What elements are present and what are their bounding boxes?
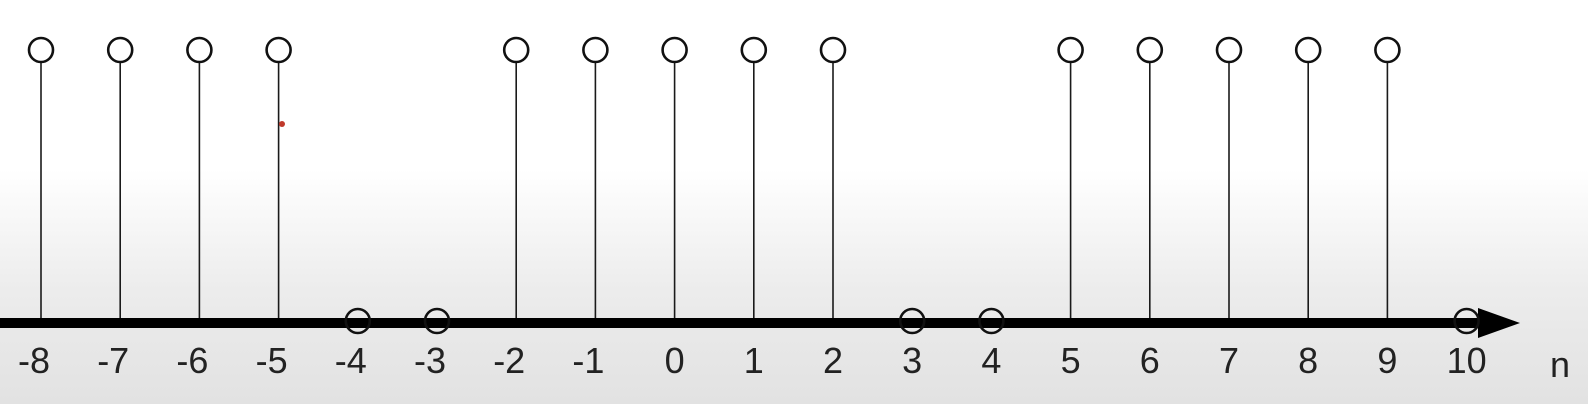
stem-marker [582, 36, 609, 64]
tick-label: 1 [744, 340, 764, 381]
stem-marker [265, 36, 292, 64]
stem-marker [1294, 36, 1322, 64]
tick-label: -5 [256, 340, 288, 381]
tick-label: -2 [493, 340, 525, 381]
tick-labels-group: -8 -7 -6 -5 -4 -3 -2 -1 0 1 2 3 4 5 6 7 8 9 10 [18, 340, 1487, 381]
stem-marker [1057, 36, 1084, 64]
stem-marker [502, 36, 530, 64]
tick-label: 2 [823, 340, 843, 381]
tick-label: 6 [1140, 340, 1160, 381]
stem-marker [978, 307, 1005, 335]
tick-label: 8 [1298, 340, 1318, 381]
stem-marker [1374, 36, 1401, 64]
n-axis-label: n [1550, 344, 1570, 385]
stems-group [40, 62, 1389, 323]
stem-marker [1215, 36, 1243, 64]
tick-label: 3 [902, 340, 922, 381]
tick-label: -4 [335, 340, 367, 381]
stem-marker [1136, 36, 1164, 64]
stem-marker [740, 36, 768, 64]
tick-label: -7 [97, 340, 129, 381]
stem-marker [423, 307, 451, 335]
tick-label: -6 [176, 340, 208, 381]
stray-red-dot [279, 121, 285, 127]
tick-label: 7 [1219, 340, 1239, 381]
stem-marker [27, 36, 55, 64]
stem-marker [819, 36, 847, 64]
stem-marker [661, 36, 688, 64]
stem-marker [106, 36, 134, 64]
n-axis-arrowhead [1478, 308, 1520, 338]
tick-label: -1 [572, 340, 604, 381]
tick-label: 4 [981, 340, 1001, 381]
markers-group [27, 36, 1480, 335]
tick-label: -3 [414, 340, 446, 381]
stem-marker [186, 36, 213, 64]
tick-label: -8 [18, 340, 50, 381]
stem-marker [898, 307, 926, 335]
stem-marker [1453, 307, 1480, 335]
tick-label: 0 [665, 340, 685, 381]
tick-label: 10 [1447, 340, 1487, 381]
stem-marker [344, 307, 372, 335]
tick-label: 5 [1061, 340, 1081, 381]
tick-label: 9 [1377, 340, 1397, 381]
